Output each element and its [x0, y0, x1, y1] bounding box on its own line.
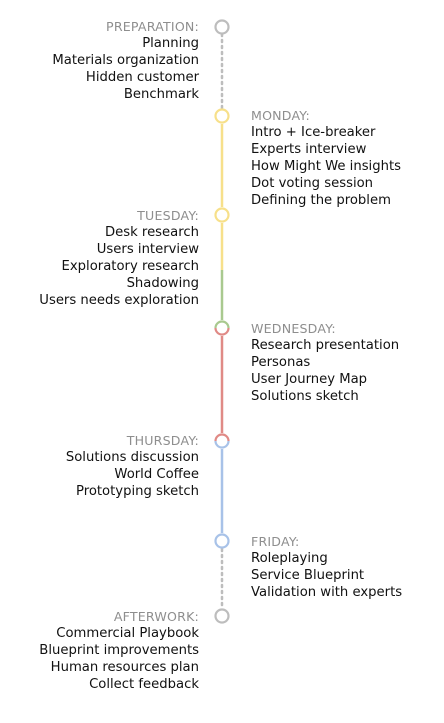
list-item: Collect feedback: [89, 677, 199, 692]
list-item: Shadowing: [126, 276, 199, 291]
list-item: World Coffee: [114, 467, 199, 482]
stage-afterwork: AFTERWORK: Commercial Playbook Blueprint…: [39, 608, 199, 693]
list-item: How Might We insights: [251, 159, 401, 174]
stage-heading: THURSDAY:: [126, 433, 199, 448]
list-item: Defining the problem: [251, 193, 391, 208]
node-thursday-bottom-arc: [214, 440, 230, 449]
stage-heading: TUESDAY:: [137, 208, 199, 223]
list-item: Users interview: [96, 242, 199, 257]
node-wednesday-bottom-arc: [214, 327, 230, 336]
list-item: Validation with experts: [251, 585, 403, 600]
list-item: Prototyping sketch: [75, 484, 199, 499]
node-afterwork: [214, 608, 230, 624]
list-item: Commercial Playbook: [56, 626, 199, 641]
list-item: Roleplaying: [251, 551, 328, 566]
list-item: Intro + Ice-breaker: [251, 125, 376, 140]
node-friday: [214, 533, 230, 549]
stage-heading: AFTERWORK:: [113, 609, 199, 624]
list-item: Hidden customer: [85, 70, 199, 85]
list-item: User Journey Map: [251, 372, 368, 387]
node-wednesday: [214, 320, 230, 336]
list-item: Service Blueprint: [251, 568, 365, 583]
list-item: Desk research: [104, 225, 199, 240]
node-wednesday-top-arc: [214, 320, 230, 329]
list-item: Planning: [142, 36, 199, 51]
stage-preparation: PREPARATION: Planning Materials organiza…: [52, 18, 199, 103]
list-item: Human resources plan: [50, 660, 199, 675]
stage-heading: FRIDAY:: [251, 534, 300, 549]
list-item: Solutions sketch: [251, 389, 359, 404]
stage-heading: MONDAY:: [251, 108, 310, 123]
stage-wednesday: WEDNESDAY: Research presentation Persona…: [251, 320, 399, 405]
list-item: Personas: [251, 355, 311, 370]
list-item: Dot voting session: [251, 176, 374, 191]
node-thursday: [214, 433, 230, 449]
list-item: Users needs exploration: [39, 293, 199, 308]
node-preparation: [214, 19, 230, 35]
stage-heading: WEDNESDAY:: [251, 321, 336, 336]
stage-thursday: THURSDAY: Solutions discussion World Cof…: [66, 432, 199, 500]
list-item: Exploratory research: [61, 259, 199, 274]
list-item: Benchmark: [123, 87, 199, 102]
list-item: Blueprint improvements: [39, 643, 199, 658]
node-monday: [214, 108, 230, 124]
stage-heading: PREPARATION:: [106, 19, 199, 34]
list-item: Experts interview: [251, 142, 367, 157]
list-item: Solutions discussion: [65, 450, 199, 465]
list-item: Materials organization: [52, 53, 199, 68]
list-item: Research presentation: [251, 338, 400, 353]
node-tuesday: [214, 207, 230, 223]
node-thursday-top-arc: [214, 433, 230, 442]
stage-monday: MONDAY: Intro + Ice-breaker Experts inte…: [251, 107, 401, 209]
stage-tuesday: TUESDAY: Desk research Users interview E…: [39, 207, 199, 309]
stage-friday: FRIDAY: Roleplaying Service Blueprint Va…: [251, 533, 402, 601]
